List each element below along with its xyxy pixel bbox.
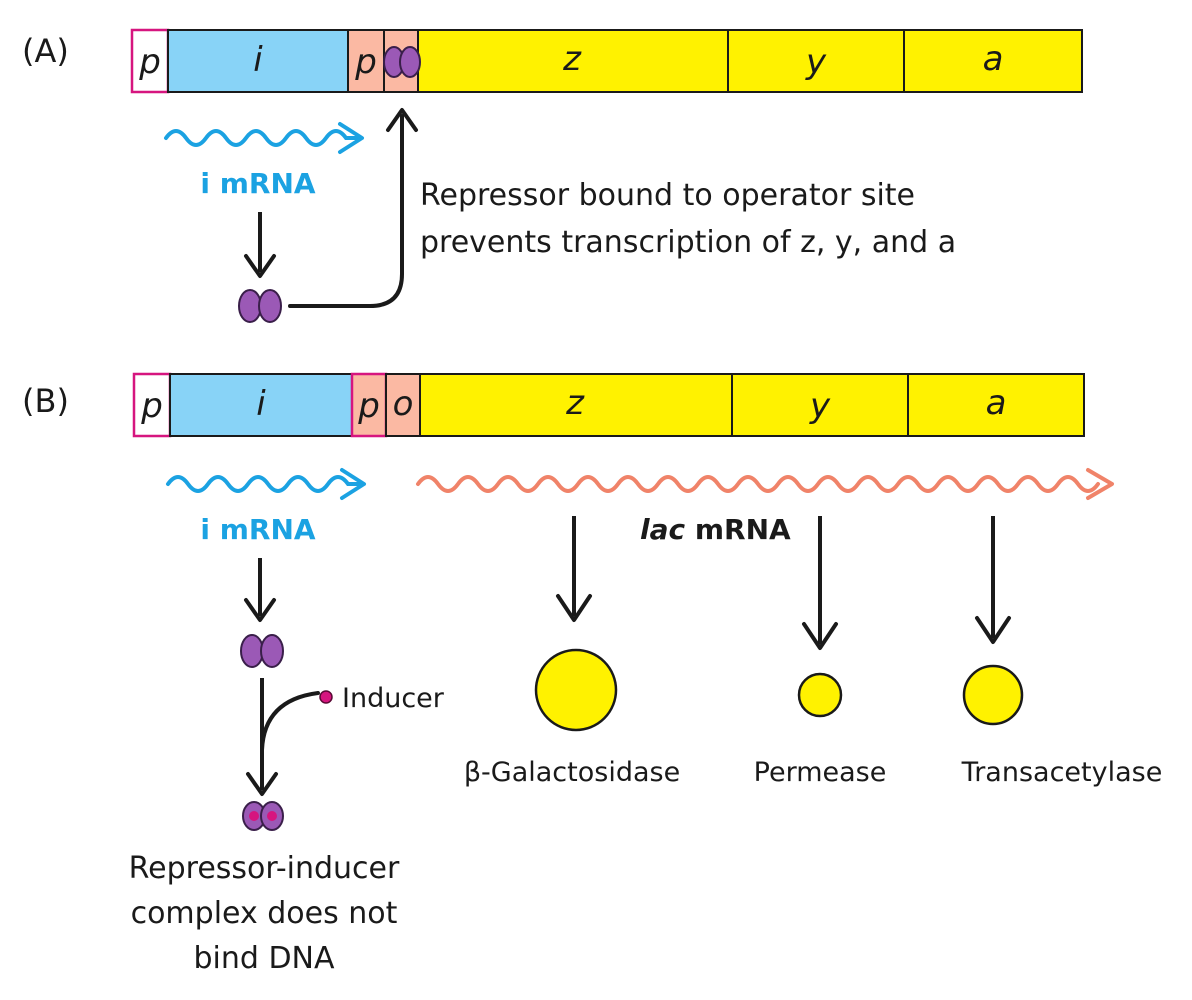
gene-p-lac-label-b: p xyxy=(357,386,380,426)
inducer-label: Inducer xyxy=(342,683,445,714)
panel-a-caption-line1: Repressor bound to operator site xyxy=(420,178,915,213)
gene-p-i-label-b: p xyxy=(140,386,163,426)
i-mrna-label-a: i mRNA xyxy=(200,167,316,200)
gene-p-i-label: p xyxy=(138,42,161,82)
panel-b-label: (B) xyxy=(22,382,69,420)
panel-a-caption-line2: prevents transcription of z, y, and a xyxy=(420,225,956,260)
i-mrna-wave-a xyxy=(164,122,364,154)
gene-z-region-b xyxy=(419,373,733,437)
transacetylase-protein-icon xyxy=(962,664,1024,726)
gene-i-label: i xyxy=(253,40,263,80)
complex-caption-line2: complex does not xyxy=(131,896,398,931)
i-mrna-wave-b xyxy=(166,468,366,500)
gene-y-region-b xyxy=(731,373,909,437)
gene-i-label-b: i xyxy=(256,384,266,424)
gene-y-region xyxy=(727,29,905,93)
gene-z-label: z xyxy=(562,39,582,79)
repressor-icon-b xyxy=(240,634,284,668)
lac-mrna-label-rest: mRNA xyxy=(685,513,791,546)
panel-a-label: (A) xyxy=(22,32,69,70)
gene-p-i-region xyxy=(130,28,170,94)
repressor-binding-arrow xyxy=(288,108,418,308)
gene-o-label-b: o xyxy=(393,384,414,424)
arrow-to-permease xyxy=(802,516,838,650)
permease-protein-icon xyxy=(797,672,843,718)
complex-caption-line1: Repressor-inducer xyxy=(129,851,400,886)
gene-y-label-b: y xyxy=(809,386,831,426)
gene-p-lac-region-b xyxy=(350,372,388,438)
protein-label-galactosidase: β-Galactosidase xyxy=(464,757,680,788)
panel-b-dna-bar: p i p o z y a xyxy=(132,372,1085,438)
gene-o-region-b xyxy=(385,373,421,437)
gene-a-label: a xyxy=(983,39,1004,79)
bound-repressor-icon xyxy=(383,46,421,78)
gene-p-lac-label: p xyxy=(354,42,377,82)
gene-y-label: y xyxy=(805,42,827,82)
gene-p-lac-region xyxy=(347,29,385,93)
gene-a-label-b: a xyxy=(986,383,1007,423)
arrow-down-a xyxy=(244,212,276,278)
arrow-down-b1 xyxy=(244,558,276,622)
gene-z-region xyxy=(417,29,729,93)
lac-mrna-label-italic: lac xyxy=(640,513,685,546)
arrow-to-galactosidase xyxy=(556,516,592,622)
lac-mrna-label: lac mRNA xyxy=(640,513,791,546)
protein-label-permease: Permease xyxy=(754,757,887,788)
protein-label-transacetylase: Transacetylase xyxy=(961,757,1163,788)
gene-a-region-b xyxy=(907,373,1085,437)
galactosidase-protein-icon xyxy=(534,648,618,732)
gene-i-region xyxy=(167,29,349,93)
inducer-icon xyxy=(319,690,333,704)
inducer-binding-arrow xyxy=(246,678,320,796)
repressor-icon-a xyxy=(238,289,282,323)
arrow-to-transacetylase xyxy=(975,516,1011,644)
gene-z-label-b: z xyxy=(565,383,585,423)
panel-a-dna-bar: p i p z y a xyxy=(130,28,1083,94)
gene-a-region xyxy=(903,29,1083,93)
gene-p-i-region-b xyxy=(132,372,172,438)
i-mrna-label-b: i mRNA xyxy=(200,513,316,546)
complex-caption-line3: bind DNA xyxy=(193,941,335,976)
repressor-inducer-complex-icon xyxy=(242,801,284,831)
lac-mrna-wave xyxy=(416,468,1114,500)
gene-i-region-b xyxy=(169,373,353,437)
